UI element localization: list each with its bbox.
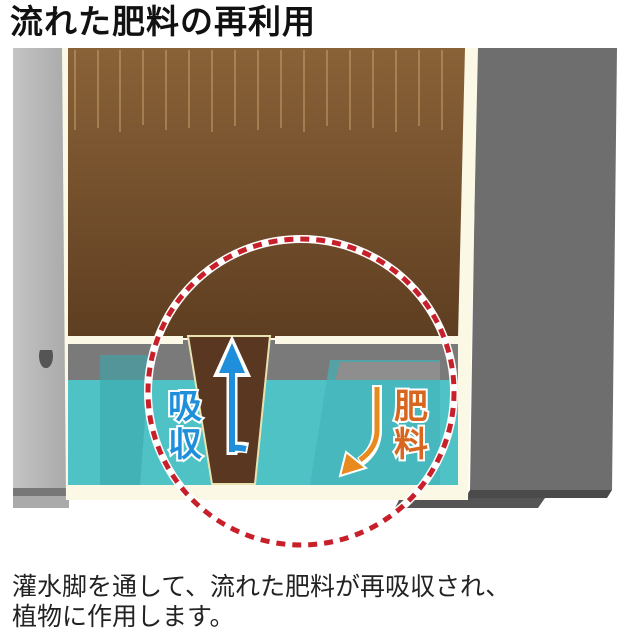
soil-region xyxy=(68,48,465,338)
absorb-arrow-icon xyxy=(212,335,252,456)
absorb-label: 吸 xyxy=(168,387,202,427)
caption: 灌水脚を通して、流れた肥料が再吸収され、 植物に作用します。 xyxy=(12,572,510,632)
left-wall-panel xyxy=(13,48,69,488)
fertilizer-label: 肥 xyxy=(394,387,428,427)
svg-text:料: 料 xyxy=(394,425,428,465)
fertilizer-arrow-icon xyxy=(338,385,382,478)
right-wall-panel xyxy=(470,48,617,490)
caption-line-1: 灌水脚を通して、流れた肥料が再吸収され、 xyxy=(12,572,511,601)
caption-line-2: 植物に作用します。 xyxy=(12,602,235,631)
svg-text:収: 収 xyxy=(168,425,202,465)
page-title: 流れた肥料の再利用 xyxy=(10,2,316,41)
